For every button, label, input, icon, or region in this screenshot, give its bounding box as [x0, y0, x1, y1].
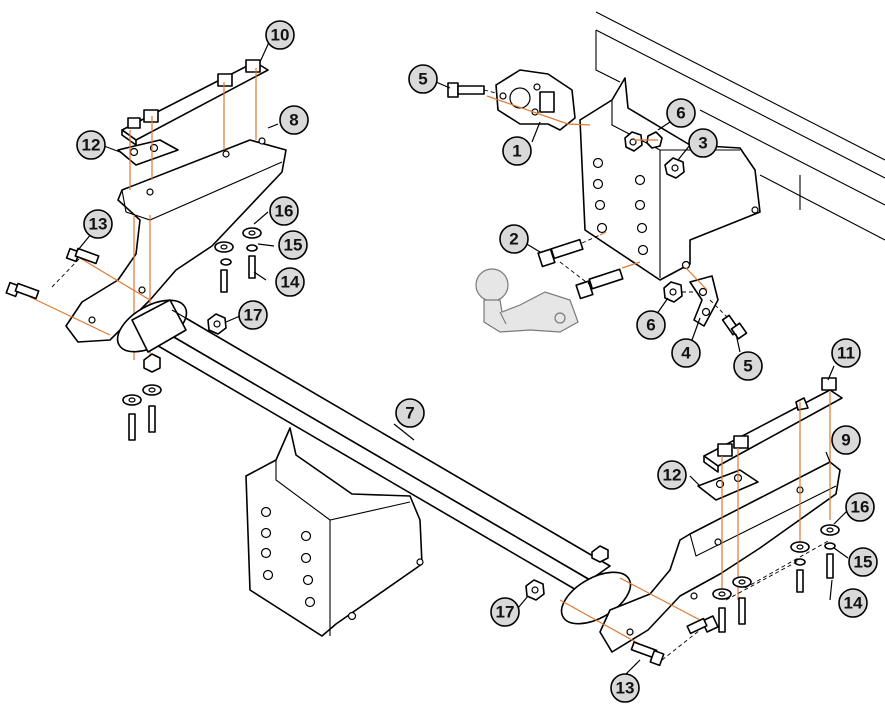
callout-11-label: 11 [837, 344, 855, 363]
callout-3-label: 3 [698, 134, 707, 153]
nut-6-upper [624, 131, 663, 152]
fastener-stack-tube-left [122, 353, 162, 441]
callout-15-left: 15 [278, 230, 308, 260]
bolt-13-right-upper [686, 615, 719, 635]
callout-9: 9 [831, 425, 861, 455]
fastener-stack-right-arm [712, 524, 840, 633]
callout-6-upper: 6 [666, 98, 696, 128]
callout-8: 8 [279, 105, 309, 135]
clamp-plate-10 [121, 59, 269, 146]
side-mounting-bracket-upper [579, 77, 761, 281]
callout-1-label: 1 [512, 142, 521, 161]
callout-10: 10 [265, 20, 295, 50]
callout-6-upper-label: 6 [676, 104, 685, 123]
bolt-5-lower [721, 314, 748, 340]
side-arm-right [599, 461, 841, 653]
bolt-5-upper [447, 82, 497, 98]
callout-14-left-label: 14 [281, 273, 300, 292]
callout-17-left-label: 17 [244, 306, 263, 325]
callout-13-right: 13 [610, 673, 640, 703]
bolt-13-left-lower [5, 281, 40, 300]
callout-17-left: 17 [238, 300, 268, 330]
callout-4: 4 [671, 338, 701, 368]
callout-5-upper: 5 [408, 64, 438, 94]
callout-13-left-label: 13 [89, 215, 108, 234]
callout-16-right-label: 16 [851, 498, 870, 517]
callout-5-lower: 5 [733, 351, 763, 381]
spacer-plate-12-left [117, 139, 179, 166]
nut-17-left [207, 313, 227, 335]
nut-6-lower [663, 281, 696, 303]
callout-2: 2 [499, 224, 529, 254]
callout-6-lower: 6 [636, 310, 666, 340]
callout-5-upper-label: 5 [418, 70, 427, 89]
bolt-13-left-upper [51, 247, 100, 288]
callout-9-label: 9 [841, 431, 850, 450]
main-cross-tube [116, 299, 632, 625]
callout-14-left: 14 [275, 267, 305, 297]
callout-13-left: 13 [83, 209, 113, 239]
callout-12-right: 12 [657, 460, 687, 490]
spacer-plate-12-right [697, 469, 759, 501]
callout-16-right: 16 [845, 492, 875, 522]
angle-bracket-4 [685, 267, 731, 327]
centre-mounting-bracket [245, 427, 424, 637]
clamp-plate-11 [703, 377, 843, 473]
callout-6-lower-label: 6 [646, 316, 655, 335]
callout-11: 11 [831, 338, 861, 368]
callout-5-lower-label: 5 [743, 357, 752, 376]
tow-ball [475, 268, 579, 333]
callout-12-left-label: 12 [82, 136, 101, 155]
callout-16-left: 16 [269, 196, 299, 226]
callout-12-left: 12 [76, 130, 106, 160]
nut-3 [664, 157, 685, 179]
callout-13-right-label: 13 [616, 679, 635, 698]
callout-14-right: 14 [838, 588, 868, 618]
callout-14-right-label: 14 [844, 594, 863, 613]
callout-15-right: 15 [848, 547, 878, 577]
vehicle-frame-rail [595, 11, 885, 241]
callout-8-label: 8 [289, 111, 298, 130]
callout-15-left-label: 15 [284, 236, 303, 255]
nut-17-right [525, 545, 609, 601]
ball-mount-plate [486, 69, 591, 131]
callout-4-label: 4 [681, 344, 691, 363]
callout-12-right-label: 12 [663, 466, 682, 485]
bolt-2-pair [537, 231, 641, 300]
callout-2-label: 2 [509, 230, 518, 249]
callout-7-label: 7 [405, 404, 414, 423]
callout-17-right: 17 [490, 597, 520, 627]
callout-16-left-label: 16 [275, 202, 294, 221]
callout-15-right-label: 15 [854, 553, 873, 572]
callout-1: 1 [502, 136, 532, 166]
callout-3: 3 [688, 128, 718, 158]
callout-7: 7 [395, 398, 425, 428]
bolt-13-right-lower [630, 629, 701, 667]
callout-10-label: 10 [271, 26, 290, 45]
callout-17-right-label: 17 [496, 603, 515, 622]
fastener-stack-left-arm [214, 227, 262, 293]
